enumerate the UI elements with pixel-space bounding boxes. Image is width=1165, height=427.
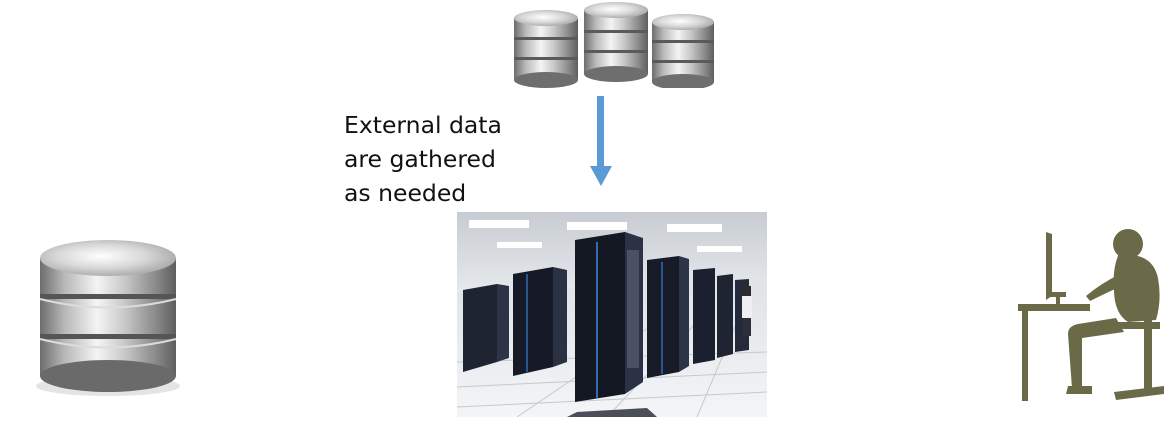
database-icon [584,2,648,82]
caption-line-1: External data [344,111,502,139]
user-at-computer-icon [1016,222,1164,404]
flow-caption: External data are gathered as needed [344,108,544,210]
supercomputer-photo [456,212,768,418]
database-icon [652,14,714,90]
database-icon [514,10,578,88]
arrow-down-icon [586,96,616,188]
database-cluster-icon [510,2,722,90]
caption-line-3: as needed [344,179,467,207]
database-icon [32,236,184,398]
caption-line-2: are gathered [344,145,496,173]
